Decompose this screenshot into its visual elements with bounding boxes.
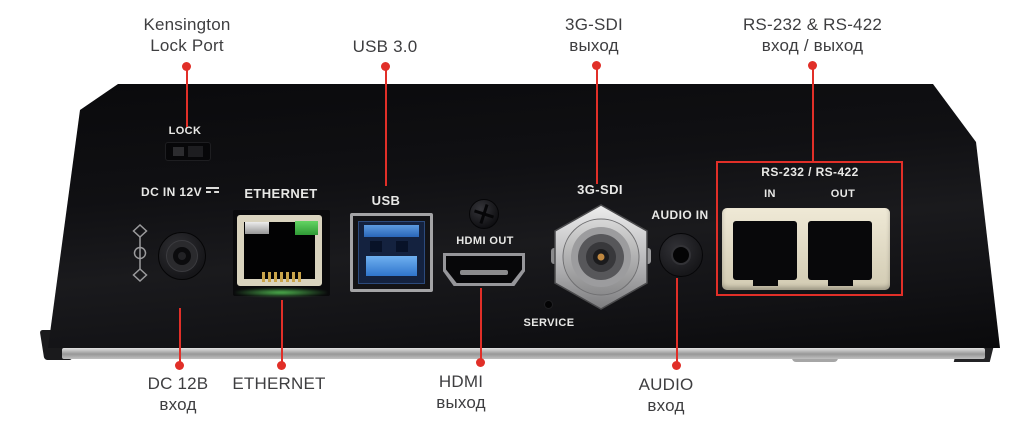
callout-line-dc xyxy=(179,308,181,366)
callout-line-kensington xyxy=(186,67,188,127)
audio-in-jack xyxy=(659,233,703,277)
callout-line-sdi xyxy=(596,66,598,184)
callout-audio: AUDIO вход xyxy=(638,375,694,415)
callout-line-audio xyxy=(676,278,678,366)
sdi-port-label: 3G-SDI xyxy=(577,182,623,197)
kensington-lock-slot xyxy=(165,142,211,161)
rj45-pins xyxy=(262,272,303,282)
bnc-connector xyxy=(551,204,651,310)
callout-hdmi: HDMI выход xyxy=(436,372,486,412)
usb-port-label: USB xyxy=(371,193,401,208)
callout-dc: DC 12В вход xyxy=(147,374,209,414)
callout-dot-kensington xyxy=(182,62,191,71)
serial-in-label: IN xyxy=(764,188,776,200)
panel-screw xyxy=(469,199,499,229)
ethernet-port-label: ETHERNET xyxy=(244,186,318,201)
service-hole xyxy=(545,301,552,308)
ethernet-port xyxy=(233,210,330,297)
service-label: SERVICE xyxy=(523,317,575,329)
callout-dot-ethernet xyxy=(277,361,286,370)
callout-dot-serial xyxy=(808,61,817,70)
serial-in-port xyxy=(733,221,797,280)
serial-highlight-box xyxy=(716,161,903,296)
serial-out-port xyxy=(808,221,872,280)
callout-kensington: Kensington Lock Port xyxy=(143,15,231,55)
ethernet-led-left xyxy=(245,222,269,234)
serial-out-label: OUT xyxy=(830,188,856,200)
callout-sdi: 3G-SDI выход xyxy=(565,15,623,55)
callout-line-serial xyxy=(812,66,814,161)
hdmi-port xyxy=(443,253,525,286)
chassis-base-plate xyxy=(62,348,985,359)
callout-dot-hdmi xyxy=(476,358,485,367)
dc-in-label: DC IN 12V xyxy=(140,185,220,200)
audio-in-label: AUDIO IN xyxy=(651,208,709,222)
callout-dot-sdi xyxy=(592,61,601,70)
lock-slot-detail xyxy=(188,146,203,157)
ethernet-pcb-glow xyxy=(235,288,327,297)
callout-dot-usb xyxy=(381,62,390,71)
callout-serial: RS-232 & RS-422 вход / выход xyxy=(742,15,883,55)
usb3-type-b-port xyxy=(350,213,433,292)
callout-line-usb xyxy=(385,67,387,186)
lock-port-label: LOCK xyxy=(168,125,202,137)
callout-line-ethernet xyxy=(281,300,283,366)
device-rear-panel: LOCK DC IN 12V ETHERNET xyxy=(48,84,1000,348)
serial-port-housing xyxy=(722,208,890,290)
dc-power-jack xyxy=(158,232,206,280)
callout-dot-audio xyxy=(672,361,681,370)
lock-slot-detail xyxy=(173,147,184,156)
callout-ethernet: ETHERNET xyxy=(232,374,326,393)
hdmi-port-label: HDMI OUT xyxy=(456,235,514,247)
dc-voltage-icon xyxy=(205,187,219,197)
ethernet-led-right xyxy=(295,221,318,235)
callout-usb: USB 3.0 xyxy=(352,37,418,56)
callout-dot-dc xyxy=(175,361,184,370)
polarity-icon xyxy=(132,224,148,282)
callout-line-hdmi xyxy=(480,288,482,364)
serial-title-label: RS-232 / RS-422 xyxy=(761,165,859,179)
